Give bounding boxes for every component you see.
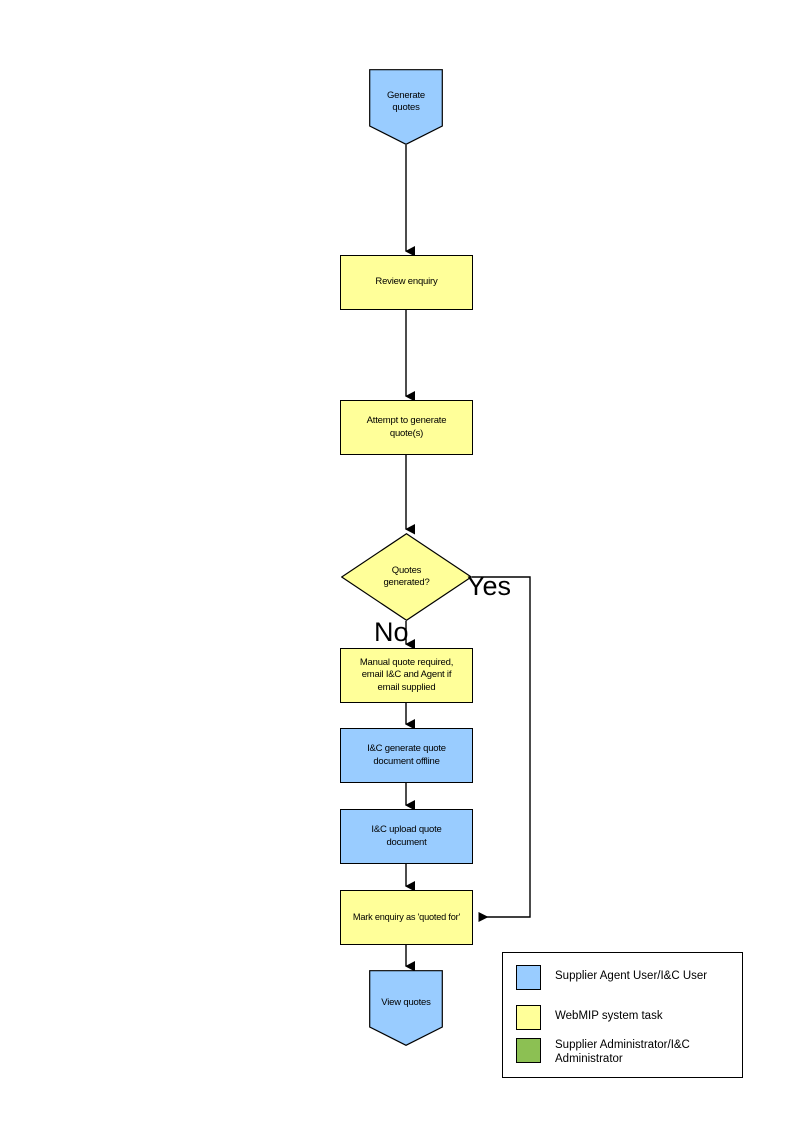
decision-shape — [341, 533, 472, 621]
node-label: I&C upload quote document — [371, 824, 442, 848]
node-label: Manual quote required, email I&C and Age… — [359, 656, 454, 693]
legend-item-admin-task: Supplier Administrator/I&C Administrator — [516, 1038, 690, 1066]
node-label: Attempt to generate quote(s) — [366, 415, 447, 439]
node-quotes-generated-decision[interactable]: Quotes generated? — [341, 533, 472, 621]
node-attempt-generate-quotes[interactable]: Attempt to generate quote(s) — [340, 400, 473, 455]
node-generate-quotes[interactable]: Generate quotes — [369, 69, 443, 145]
legend-label: Supplier Agent User/I&C User — [555, 970, 708, 982]
node-label: Review enquiry — [375, 276, 438, 288]
node-label: I&C generate quote document offline — [367, 743, 446, 767]
node-ic-upload-quote-document[interactable]: I&C upload quote document — [340, 809, 473, 864]
branch-label-yes: Yes — [467, 571, 512, 601]
legend-swatch-green — [516, 1038, 541, 1063]
legend-item-user-task: Supplier Agent User/I&C User — [516, 965, 707, 990]
node-review-enquiry[interactable]: Review enquiry — [340, 255, 473, 310]
node-label: Mark enquiry as 'quoted for' — [352, 912, 461, 923]
legend-label: Supplier Administrator/I&C Administrator — [555, 1039, 690, 1065]
legend-swatch-blue — [516, 965, 541, 990]
legend-swatch-yellow — [516, 1005, 541, 1030]
terminal-shape — [369, 69, 443, 145]
node-label: View quotes — [381, 996, 431, 1008]
legend-label: WebMIP system task — [555, 1010, 663, 1022]
branch-label-no: No — [374, 617, 409, 647]
node-mark-enquiry-quoted-for[interactable]: Mark enquiry as 'quoted for' — [340, 890, 473, 945]
terminal-shape — [369, 970, 443, 1046]
edge-decision-yes-to-mark — [472, 576, 531, 922]
legend-item-system-task: WebMIP system task — [516, 1005, 663, 1030]
node-view-quotes[interactable]: View quotes — [369, 970, 443, 1046]
node-manual-quote-required[interactable]: Manual quote required, email I&C and Age… — [340, 648, 473, 703]
node-label: Generate quotes — [386, 89, 425, 114]
node-label: Quotes generated? — [383, 564, 430, 589]
legend-box: Supplier Agent User/I&C User WebMIP syst… — [502, 952, 743, 1078]
node-ic-generate-quote-offline[interactable]: I&C generate quote document offline — [340, 728, 473, 783]
